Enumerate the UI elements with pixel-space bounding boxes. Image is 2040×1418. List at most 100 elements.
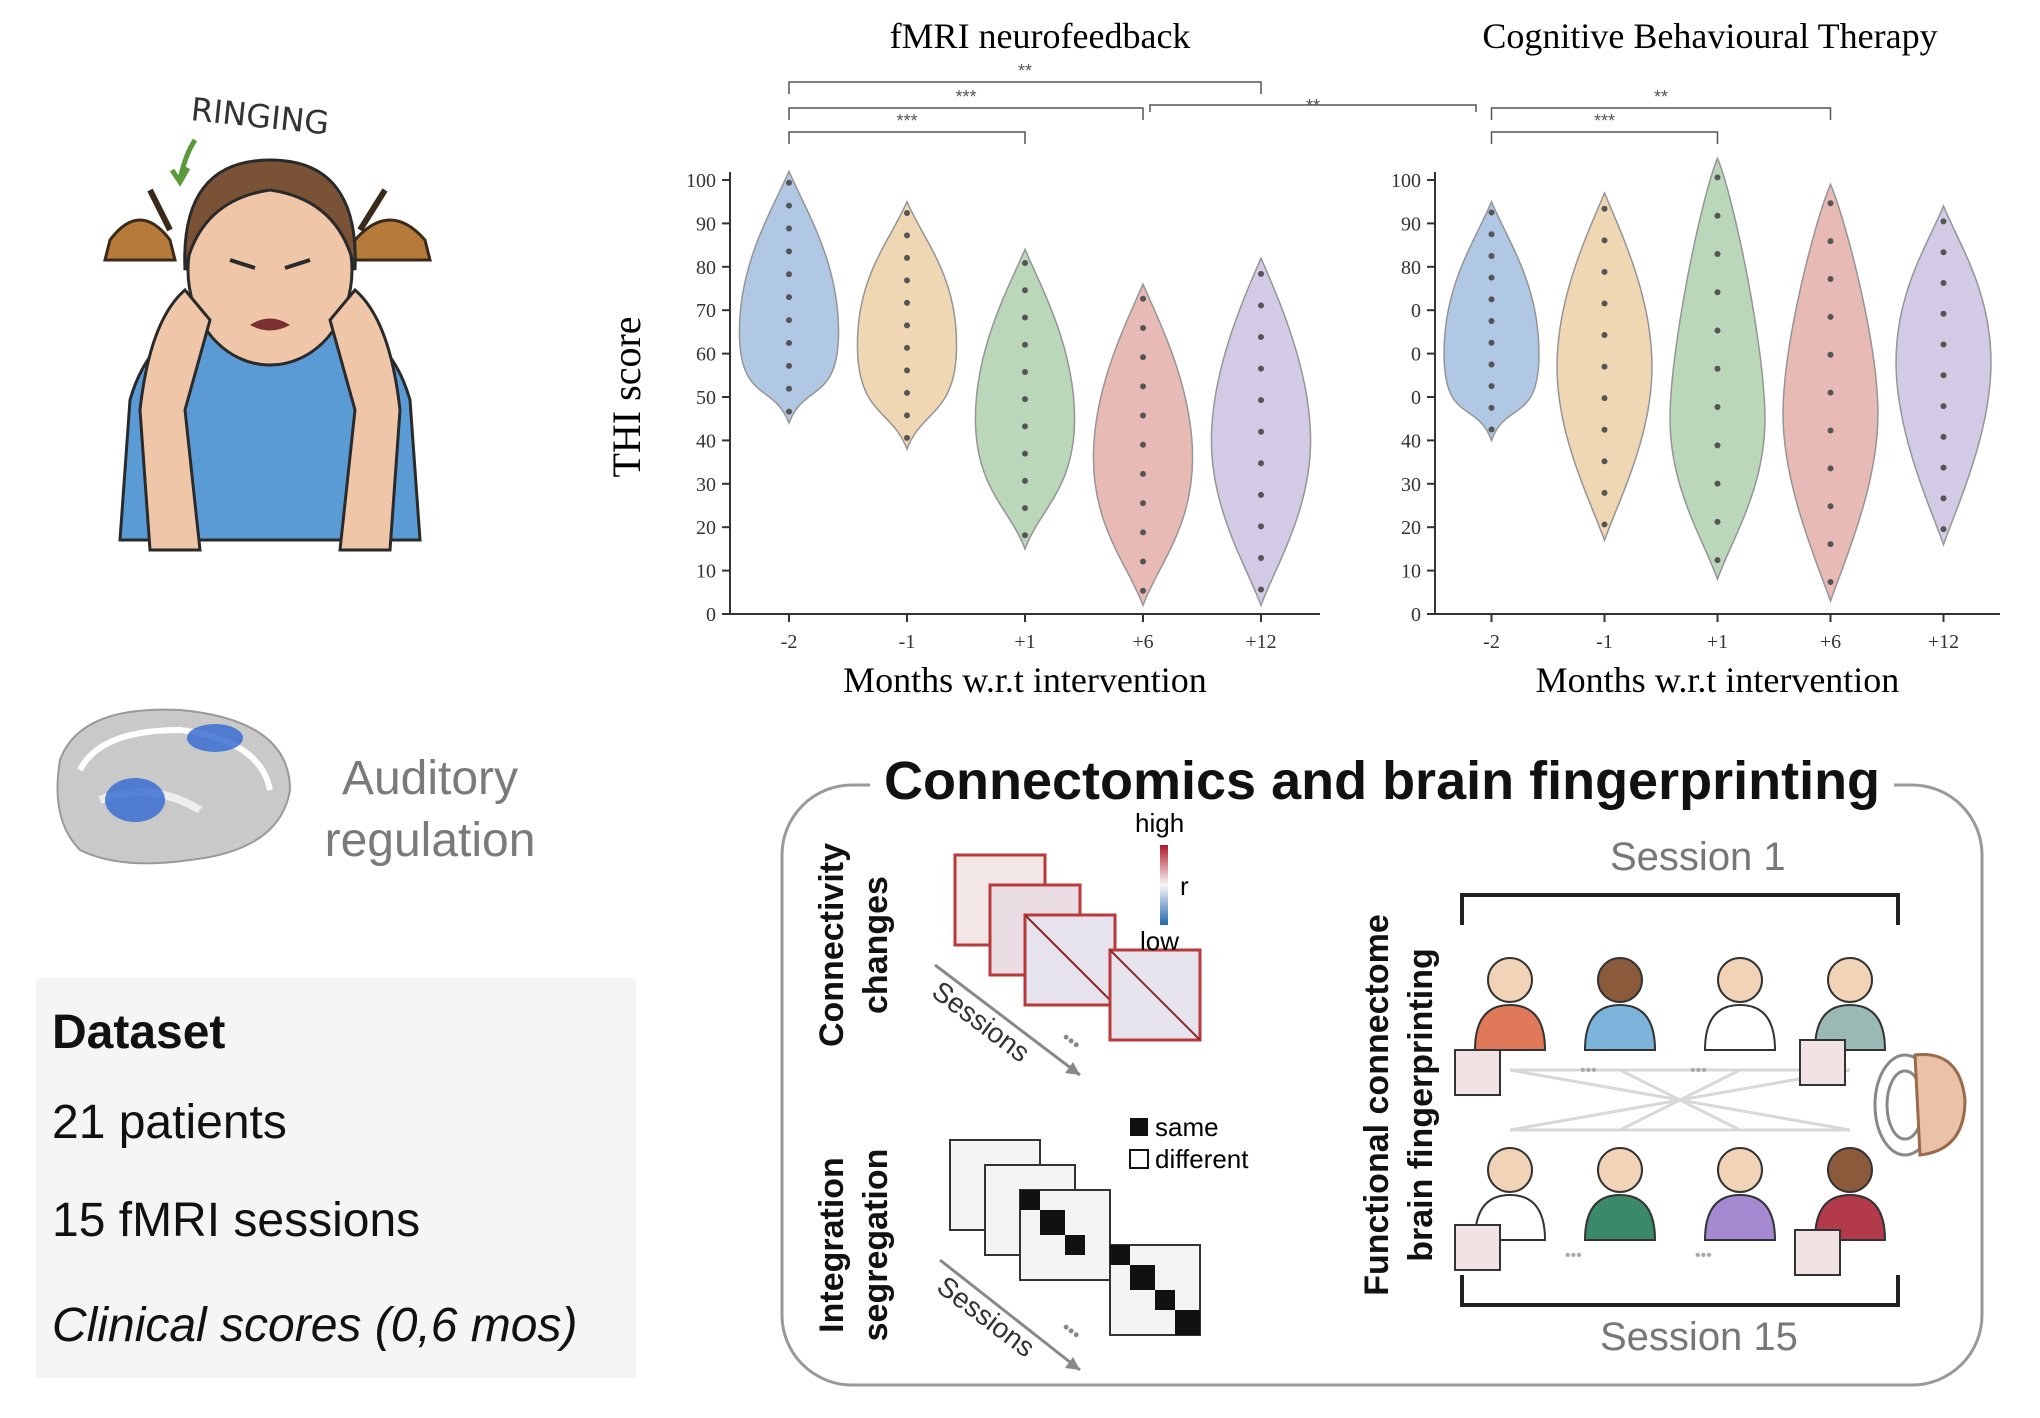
violin-point-1-3-1 bbox=[1827, 541, 1834, 548]
violin-point-0-1-4 bbox=[904, 344, 910, 351]
violin-point-1-2-1 bbox=[1714, 518, 1721, 525]
y-tick-label-0-8: 80 bbox=[696, 257, 716, 279]
ellipsis-bottom: ••• bbox=[1058, 1317, 1085, 1344]
y-tick-label-1-2: 20 bbox=[1401, 517, 1421, 539]
violin-point-1-0-0 bbox=[1488, 426, 1495, 433]
violin-point-0-2-4 bbox=[1022, 423, 1028, 430]
violin-point-0-3-3 bbox=[1140, 500, 1146, 507]
violin-point-1-4-6 bbox=[1940, 341, 1947, 348]
violin-point-0-4-4 bbox=[1258, 460, 1264, 467]
sig-label-cross: ** bbox=[1306, 96, 1320, 116]
ellipsis-people-2: ••• bbox=[1690, 1062, 1707, 1079]
y-tick-label-0-0: 0 bbox=[706, 604, 716, 626]
violin-point-1-1-9 bbox=[1601, 237, 1608, 244]
ringing-arrow-icon bbox=[169, 138, 198, 187]
violin-point-1-3-0 bbox=[1827, 579, 1834, 586]
violin-point-0-0-0 bbox=[786, 408, 792, 415]
violin-point-0-0-5 bbox=[786, 294, 792, 301]
legend-same-swatch bbox=[1130, 1118, 1148, 1136]
violin-point-0-1-1 bbox=[904, 412, 910, 419]
violin-point-0-4-10 bbox=[1258, 270, 1264, 277]
violin-point-0-1-2 bbox=[904, 389, 910, 396]
violin-point-1-0-6 bbox=[1488, 296, 1495, 303]
violin-point-1-2-7 bbox=[1714, 289, 1721, 296]
auditory-label-line2: regulation bbox=[324, 814, 536, 867]
violin-point-0-1-6 bbox=[904, 299, 910, 306]
violin-point-0-2-8 bbox=[1022, 314, 1028, 321]
sig-label-1-0: *** bbox=[1594, 111, 1615, 131]
violin-point-0-4-9 bbox=[1258, 302, 1264, 309]
violin-point-0-1-9 bbox=[904, 232, 910, 239]
violin-point-1-2-3 bbox=[1714, 442, 1721, 449]
sig-bracket-1-1 bbox=[1490, 107, 1832, 120]
sig-label-0-2: ** bbox=[1018, 61, 1032, 81]
violin-point-0-1-10 bbox=[904, 209, 910, 216]
x-tick-label-0-4: +12 bbox=[1245, 631, 1276, 653]
violin-point-1-0-5 bbox=[1488, 318, 1495, 325]
ellipsis-top: ••• bbox=[1058, 1027, 1085, 1054]
violin-point-0-3-10 bbox=[1140, 295, 1146, 302]
violin-point-1-0-10 bbox=[1488, 209, 1495, 216]
violin-point-0-3-1 bbox=[1140, 558, 1146, 565]
x-tick-label-1-3: +6 bbox=[1820, 631, 1841, 653]
violin-point-1-3-7 bbox=[1827, 313, 1834, 320]
ellipsis-people-1: ••• bbox=[1580, 1062, 1597, 1079]
violin-point-1-0-3 bbox=[1488, 361, 1495, 368]
violin-point-0-3-4 bbox=[1140, 470, 1146, 477]
violin-point-1-2-4 bbox=[1714, 404, 1721, 411]
person-bottom-4 bbox=[1813, 1147, 1887, 1241]
violin-point-1-3-2 bbox=[1827, 503, 1834, 510]
y-tick-label-0-7: 70 bbox=[696, 300, 716, 322]
violin-point-1-3-9 bbox=[1827, 238, 1834, 245]
violin-point-1-4-5 bbox=[1940, 372, 1947, 379]
legend-different-swatch bbox=[1129, 1149, 1149, 1169]
session-15-label: Session 15 bbox=[1600, 1315, 1798, 1359]
x-axis-label-0: Months w.r.t intervention bbox=[843, 660, 1207, 700]
y-tick-label-1-10: 100 bbox=[1391, 170, 1421, 192]
connectivity-changes-label: Connectivity changes bbox=[810, 825, 898, 1065]
bracket-top bbox=[1460, 893, 1900, 925]
violin-point-0-0-10 bbox=[786, 179, 792, 186]
violin-point-1-4-2 bbox=[1940, 464, 1947, 471]
hair bbox=[183, 158, 357, 271]
violin-point-0-4-8 bbox=[1258, 334, 1264, 341]
violin-point-1-3-10 bbox=[1827, 200, 1834, 207]
violin-point-0-1-3 bbox=[904, 367, 910, 374]
y-tick-label-0-3: 30 bbox=[696, 474, 716, 496]
tinnitus-person-illustration: RINGING bbox=[103, 90, 432, 552]
activation-blob bbox=[105, 778, 165, 822]
violin-point-1-0-2 bbox=[1488, 383, 1495, 390]
bell-icon-left bbox=[103, 188, 177, 262]
violin-point-0-2-3 bbox=[1022, 450, 1028, 457]
violin-point-1-2-6 bbox=[1714, 327, 1721, 334]
violin-point-0-0-8 bbox=[786, 225, 792, 232]
violin-point-0-3-0 bbox=[1140, 587, 1146, 594]
y-tick-label-1-5: 0 bbox=[1411, 387, 1421, 409]
violin-point-0-0-1 bbox=[786, 385, 792, 392]
legend-different: different bbox=[1155, 1144, 1249, 1174]
violin-point-1-3-5 bbox=[1827, 389, 1834, 396]
y-tick-label-1-0: 0 bbox=[1411, 604, 1421, 626]
y-tick-label-0-4: 40 bbox=[696, 430, 716, 452]
auditory-regulation-label: Auditory regulation bbox=[300, 748, 560, 872]
violin-point-1-1-4 bbox=[1601, 395, 1608, 402]
y-tick-label-1-3: 30 bbox=[1401, 474, 1421, 496]
violin-point-0-0-2 bbox=[786, 362, 792, 369]
colorbar bbox=[1160, 845, 1168, 925]
x-tick-label-0-1: -1 bbox=[899, 631, 916, 653]
violin-point-0-0-6 bbox=[786, 271, 792, 278]
auditory-label-line1: Auditory bbox=[341, 752, 519, 805]
violin-point-1-1-8 bbox=[1601, 268, 1608, 275]
right-arm bbox=[328, 287, 402, 552]
y-tick-label-1-9: 90 bbox=[1401, 213, 1421, 235]
person-top-2 bbox=[1583, 957, 1657, 1051]
legend-same: same bbox=[1155, 1112, 1219, 1142]
bell-icon-right bbox=[348, 188, 432, 262]
violin-point-0-0-9 bbox=[786, 202, 792, 209]
y-tick-label-0-2: 20 bbox=[696, 517, 716, 539]
violin-point-1-2-8 bbox=[1714, 250, 1721, 257]
person-top-3 bbox=[1703, 957, 1777, 1051]
y-tick-label-1-8: 80 bbox=[1401, 257, 1421, 279]
violin-point-0-3-5 bbox=[1140, 441, 1146, 448]
y-tick-label-1-1: 10 bbox=[1401, 561, 1421, 583]
